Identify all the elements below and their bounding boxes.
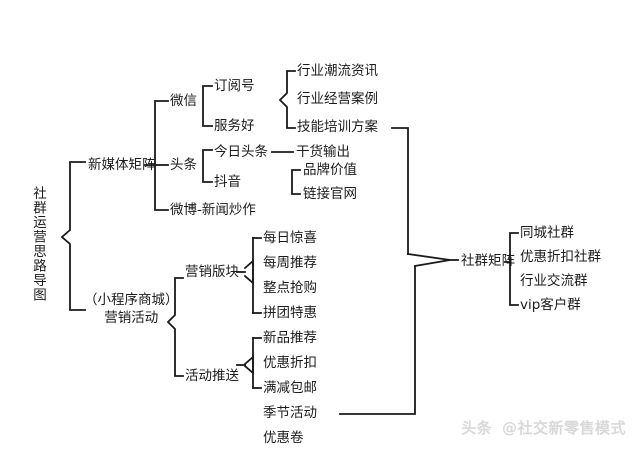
root-brace [60, 161, 86, 311]
item-free-shipping: 满减包邮 [263, 380, 317, 396]
node-douyin: 抖音 [214, 174, 241, 190]
node-subscription-account: 订阅号 [214, 78, 255, 94]
newmedia-bracket [154, 100, 169, 211]
activity-items-brace-apex [243, 355, 254, 375]
root-label: 社群运营思路导图 [30, 186, 46, 302]
community-items-bracket [509, 232, 519, 306]
item-coupon: 优惠卷 [263, 430, 304, 446]
watermark: 头条 @社交新零售模式 [461, 417, 626, 438]
marketing-items-brace-apex [243, 259, 254, 285]
branch-marketing-line2: 营销活动 [104, 310, 159, 326]
item-industry-community: 行业交流群 [520, 273, 588, 289]
node-wechat: 微信 [170, 93, 197, 109]
branch-community: 社群矩阵 [461, 253, 515, 269]
topic-skill-training: 技能培训方案 [297, 119, 378, 135]
watermark-platform: 头条 [461, 419, 493, 437]
branch-newmedia: 新媒体矩阵 [88, 157, 156, 173]
node-jinri-toutiao: 今日头条 [214, 144, 268, 160]
item-discount-community: 优惠折扣社群 [520, 249, 601, 265]
branch-marketing: （小程序商城） 营销活动 [84, 291, 179, 327]
wechat-bracket [202, 85, 213, 127]
node-weibo: 微博-新闻炒作 [170, 202, 256, 218]
wechat-topics-brace [278, 70, 296, 129]
item-discount: 优惠折扣 [263, 355, 317, 371]
topic-brand-value: 品牌价值 [303, 162, 357, 178]
topic-link-website: 链接官网 [303, 186, 357, 202]
item-local-community: 同城社群 [520, 225, 574, 241]
topic-quality-content: 干货输出 [296, 144, 350, 160]
node-toutiao: 头条 [170, 157, 197, 173]
watermark-handle: @社交新零售模式 [501, 419, 626, 437]
wechat-to-community-connector [391, 127, 409, 255]
node-activity-push: 活动推送 [185, 368, 239, 384]
item-vip-community: vip客户群 [520, 297, 581, 313]
item-group-buy-deal: 拼团特惠 [263, 305, 317, 321]
watermark-separator [492, 419, 502, 437]
branch-marketing-line1: （小程序商城） [84, 292, 179, 308]
topic-industry-trends: 行业潮流资讯 [297, 63, 378, 79]
item-seasonal-activity: 季节活动 [263, 405, 317, 421]
community-converge-arrow [406, 252, 451, 268]
item-hourly-flashsale: 整点抢购 [263, 280, 317, 296]
node-service-account: 服务好 [214, 118, 255, 134]
activity-to-community-connector [339, 265, 416, 415]
douyin-topics-bracket [291, 169, 301, 195]
node-marketing-section: 营销版块 [185, 264, 239, 280]
item-new-product: 新品推荐 [263, 330, 317, 346]
topic-industry-cases: 行业经营案例 [297, 91, 378, 107]
toutiao-bracket [202, 149, 213, 183]
item-weekly-recommend: 每周推荐 [263, 255, 317, 271]
item-daily-surprise: 每日惊喜 [263, 230, 317, 246]
